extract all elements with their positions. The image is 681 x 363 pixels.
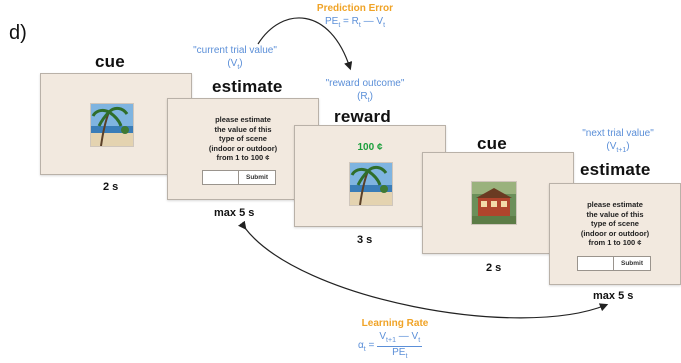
cue2-duration: 2 s [486, 262, 502, 274]
cue1-screen [40, 73, 192, 175]
reward-outcome-symbol: (Rt) [357, 91, 373, 104]
estimate2-prompt: please estimate the value of this type o… [580, 200, 650, 247]
cue2-screen [422, 152, 574, 254]
estimate1-prompt: please estimate the value of this type o… [208, 115, 278, 162]
estimate2-value-input[interactable] [578, 257, 614, 270]
reward-beach-photo [349, 162, 393, 206]
estimate2-screen: please estimate the value of this type o… [549, 183, 681, 285]
cue2-title: cue [477, 134, 507, 153]
current-trial-value-label: "current trial value" [193, 45, 277, 56]
estimate2-input-row: Submit [577, 256, 651, 271]
next-trial-value-label: "next trial value" [582, 128, 654, 139]
prediction-error-title: Prediction Error [316, 3, 394, 14]
cue1-title: cue [95, 52, 125, 71]
reward-amount: 100 ¢ [357, 142, 383, 153]
figure-label: d) [9, 22, 27, 44]
estimate1-title: estimate [212, 77, 283, 96]
estimate1-duration: max 5 s [214, 207, 255, 219]
house-photo [471, 181, 517, 225]
beach-photo [90, 103, 134, 147]
next-trial-value-symbol: (Vt+1) [606, 141, 630, 154]
current-trial-value-symbol: (Vt) [227, 58, 243, 71]
estimate1-screen: please estimate the value of this type o… [167, 98, 319, 200]
learning-rate-numerator: Vt+1 — Vt [377, 331, 423, 347]
prediction-error-formula: PEt = Rt — Vt [324, 16, 386, 29]
reward-screen: 100 ¢ [294, 125, 446, 227]
reward-title: reward [334, 107, 391, 126]
learning-rate-denominator: PEt [392, 347, 408, 360]
learning-rate-formula: αt = Vt+1 — Vt PEt [358, 331, 423, 360]
reward-outcome-label: "reward outcome" [325, 78, 405, 89]
cue1-duration: 2 s [103, 181, 119, 193]
estimate2-submit-button[interactable]: Submit [620, 260, 644, 267]
estimate1-submit-button[interactable]: Submit [245, 174, 269, 181]
estimate1-input-row: Submit [202, 170, 276, 185]
estimate1-value-input[interactable] [203, 171, 239, 184]
reward-duration: 3 s [357, 234, 373, 246]
estimate2-duration: max 5 s [593, 290, 634, 302]
learning-rate-title: Learning Rate [361, 318, 429, 329]
estimate2-title: estimate [580, 160, 651, 179]
